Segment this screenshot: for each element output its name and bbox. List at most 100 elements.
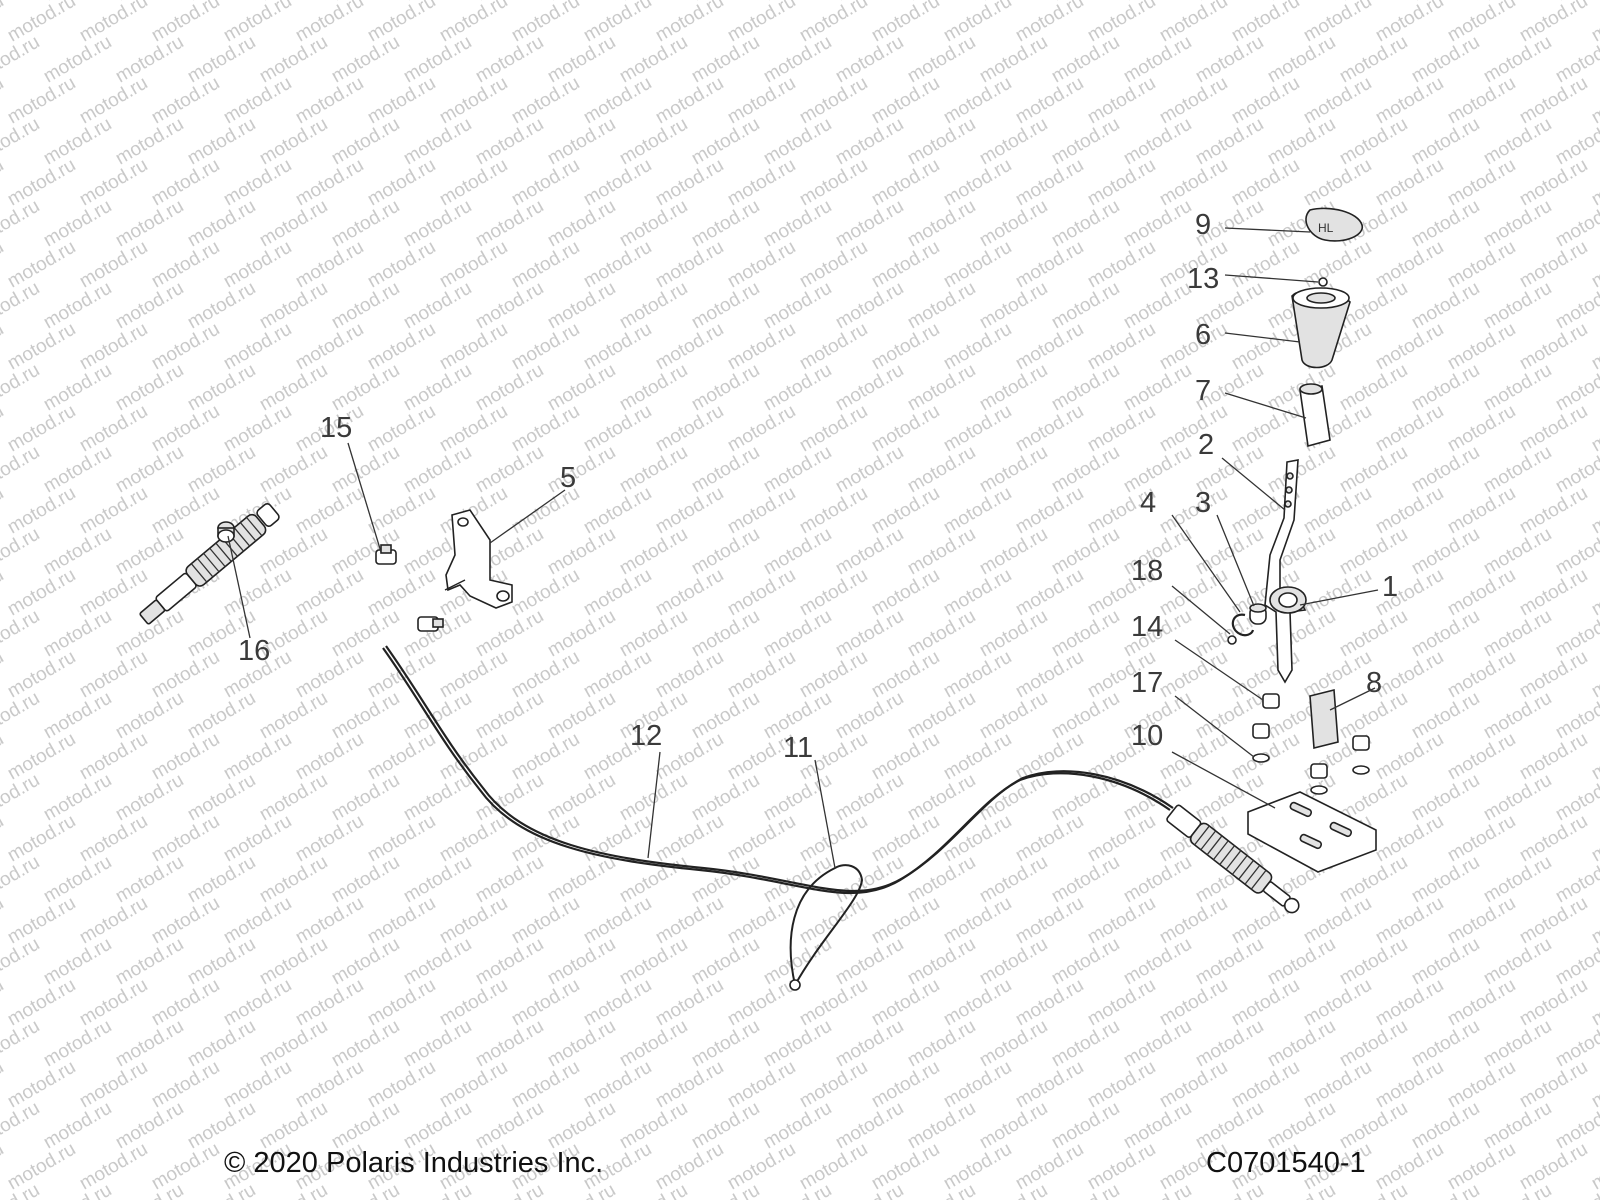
watermark-text: motod.ru [292,73,367,129]
watermark-text: motod.ru [1408,442,1483,498]
watermark-text: motod.ru [1480,32,1555,88]
watermark-text: motod.ru [1012,729,1087,785]
watermark-text: motod.ru [292,893,367,949]
watermark-text: motod.ru [1516,975,1591,1031]
watermark-text: motod.ru [1300,155,1375,211]
watermark-text: motod.ru [1372,237,1447,293]
watermark-text: motod.ru [1408,1180,1483,1200]
watermark-text: motod.ru [184,360,259,416]
watermark-text: motod.ru [724,893,799,949]
watermark-text: motod.ru [1444,975,1519,1031]
watermark-text: motod.ru [688,114,763,170]
watermark-text: motod.ru [832,1180,907,1200]
watermark-text: motod.ru [544,770,619,826]
watermark-text: motod.ru [256,32,331,88]
watermark-text: motod.ru [1228,0,1303,46]
watermark-text: motod.ru [580,155,655,211]
watermark-text: motod.ru [508,647,583,703]
watermark-text: motod.ru [112,1180,187,1200]
watermark-text: motod.ru [652,647,727,703]
watermark-text: motod.ru [724,0,799,46]
watermark-text: motod.ru [940,893,1015,949]
watermark-text: motod.ru [436,1057,511,1113]
watermark-text: motod.ru [1120,1016,1195,1072]
watermark-text: motod.ru [76,155,151,211]
watermark-text: motod.ru [868,237,943,293]
watermark-text: motod.ru [112,524,187,580]
watermark-text: motod.ru [1444,1057,1519,1113]
watermark-text: motod.ru [1588,483,1600,539]
watermark-text: motod.ru [796,0,871,46]
watermark-text: motod.ru [472,1098,547,1154]
watermark-text: motod.ru [796,483,871,539]
watermark-text: motod.ru [868,401,943,457]
watermark-text: motod.ru [976,196,1051,252]
watermark-text: motod.ru [1480,114,1555,170]
watermark-text: motod.ru [76,73,151,129]
watermark-text: motod.ru [724,1139,799,1195]
watermark-text: motod.ru [940,483,1015,539]
watermark-text: motod.ru [4,319,79,375]
watermark-text: motod.ru [1408,852,1483,908]
watermark-text: motod.ru [1336,606,1411,662]
watermark-text: motod.ru [1120,32,1195,88]
watermark-text: motod.ru [1444,155,1519,211]
watermark-text: motod.ru [760,196,835,252]
watermark-text: motod.ru [436,647,511,703]
watermark-text: motod.ru [832,278,907,334]
watermark-text: motod.ru [364,565,439,621]
watermark-text: motod.ru [760,32,835,88]
watermark-text: motod.ru [1156,893,1231,949]
watermark-text: motod.ru [688,852,763,908]
watermark-text: motod.ru [688,1016,763,1072]
watermark-text: motod.ru [220,893,295,949]
watermark-text: motod.ru [148,73,223,129]
watermark-text: motod.ru [868,729,943,785]
watermark-text: motod.ru [616,606,691,662]
watermark-text: motod.ru [148,237,223,293]
watermark-text: motod.ru [76,729,151,785]
watermark-text: motod.ru [1444,483,1519,539]
watermark-text: motod.ru [1336,524,1411,580]
watermark-text: motod.ru [112,32,187,88]
watermark-text: motod.ru [832,934,907,990]
watermark-text: motod.ru [1120,1180,1195,1200]
watermark-text: motod.ru [616,1098,691,1154]
watermark-text: motod.ru [1156,0,1231,46]
watermark-text: motod.ru [1084,1139,1159,1195]
watermark-text: motod.ru [40,114,115,170]
watermark-text: motod.ru [904,278,979,334]
watermark-text: motod.ru [1048,1016,1123,1072]
watermark-text: motod.ru [76,319,151,375]
watermark-text: motod.ru [1300,0,1375,46]
watermark-text: motod.ru [832,852,907,908]
watermark-text: motod.ru [1444,647,1519,703]
watermark-text: motod.ru [1012,483,1087,539]
watermark-text: motod.ru [4,647,79,703]
watermark-text: motod.ru [616,934,691,990]
watermark-text: motod.ru [1156,483,1231,539]
watermark-text: motod.ru [652,401,727,457]
watermark-text: motod.ru [904,442,979,498]
watermark-text: motod.ru [508,975,583,1031]
watermark-text: motod.ru [616,360,691,416]
watermark-text: motod.ru [1516,401,1591,457]
watermark-text: motod.ru [76,1139,151,1195]
watermark-text: motod.ru [760,1098,835,1154]
watermark-text: motod.ru [580,893,655,949]
watermark-text: motod.ru [688,196,763,252]
watermark-text: motod.ru [0,155,7,211]
watermark-text: motod.ru [1336,32,1411,88]
watermark-text: motod.ru [112,852,187,908]
watermark-text: motod.ru [4,155,79,211]
watermark-text: motod.ru [544,524,619,580]
watermark-text: motod.ru [148,729,223,785]
watermark-text: motod.ru [904,524,979,580]
watermark-text: motod.ru [796,1139,871,1195]
watermark-text: motod.ru [364,811,439,867]
watermark-text: motod.ru [1408,1098,1483,1154]
watermark-text: motod.ru [1084,811,1159,867]
watermark-text: motod.ru [544,688,619,744]
watermark-text: motod.ru [1048,278,1123,334]
watermark-text: motod.ru [940,401,1015,457]
